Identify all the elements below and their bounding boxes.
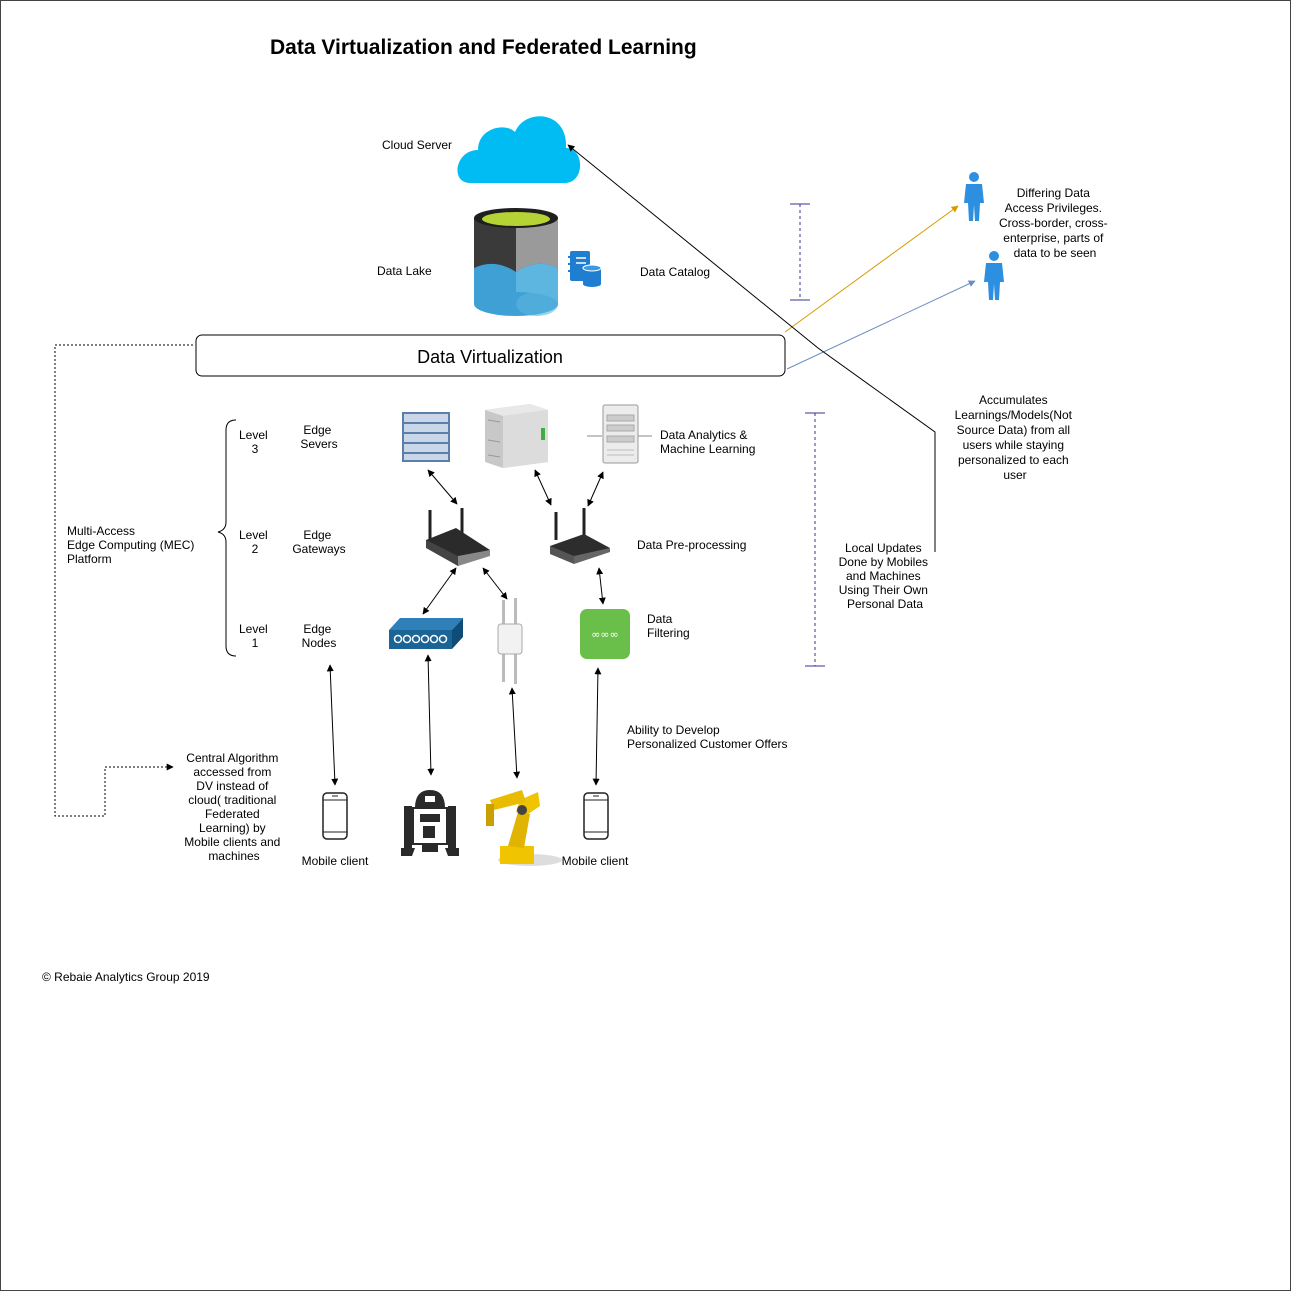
mobile-client-label-1: Mobile client xyxy=(302,854,369,868)
level-3-name: Edge Severs xyxy=(300,423,337,451)
link-ap-arm xyxy=(508,687,521,779)
link-nodes-mobile-1 xyxy=(326,664,339,786)
link-filter-mobile-2 xyxy=(592,667,602,786)
copyright-text: © Rebaie Analytics Group 2019 xyxy=(42,970,210,984)
link-tower-wifi xyxy=(534,469,552,506)
central-algorithm-text: Central Algorithm accessed from DV inste… xyxy=(184,751,283,863)
robotic-arm-icon xyxy=(486,790,562,866)
person-icon xyxy=(984,251,1004,300)
level-2-name: Edge Gateways xyxy=(292,528,345,556)
local-updates-text: Local Updates Done by Mobiles and Machin… xyxy=(839,541,932,611)
level-2-label: Level 2 xyxy=(239,528,271,556)
federated-update-arrow xyxy=(567,144,936,552)
mec-brace xyxy=(217,419,237,657)
orange-access-arrow xyxy=(784,205,959,333)
link-switch-robot xyxy=(424,654,435,776)
mobile-phone-icon xyxy=(322,792,348,840)
lower-bracket xyxy=(805,412,825,667)
analytics-server-icon xyxy=(587,404,652,464)
link-wifi-filter xyxy=(596,567,606,605)
network-switch-icon xyxy=(389,618,463,649)
database-icon xyxy=(474,208,558,316)
blue-access-arrow xyxy=(786,280,976,370)
data-preprocessing-label: Data Pre-processing xyxy=(637,538,746,552)
data-analytics-label: Data Analytics & Machine Learning xyxy=(660,428,755,456)
level-3-label: Level 3 xyxy=(239,428,271,456)
mec-text: Multi-Access Edge Computing (MEC) Platfo… xyxy=(67,524,198,566)
data-filtering-label: Data Filtering xyxy=(647,612,690,640)
diagram-title: Data Virtualization and Federated Learni… xyxy=(270,36,697,59)
personalized-offers-text: Ability to Develop Personalized Customer… xyxy=(627,723,788,751)
mobile-phone-icon xyxy=(583,792,609,840)
mobile-client-label-2: Mobile client xyxy=(562,854,629,868)
svg-text:∞∞∞: ∞∞∞ xyxy=(591,628,619,641)
link-router-switch xyxy=(422,567,457,615)
robot-icon xyxy=(401,790,459,856)
person-icon xyxy=(964,172,984,221)
data-virtualization-box xyxy=(195,334,786,377)
link-router-ap xyxy=(482,567,508,600)
data-lake-label: Data Lake xyxy=(377,264,432,278)
data-filtering-icon: ∞∞∞ xyxy=(580,609,630,659)
catalog-icon xyxy=(568,251,602,287)
router-icon xyxy=(426,508,490,566)
access-point-icon xyxy=(497,598,523,684)
level-1-label: Level 1 xyxy=(239,622,271,650)
mec-dotted-connector xyxy=(54,344,193,817)
data-virtualization-label: Data Virtualization xyxy=(417,347,563,367)
data-catalog-label: Data Catalog xyxy=(640,265,710,279)
server-rack-icon xyxy=(402,412,450,462)
level-1-name: Edge Nodes xyxy=(302,622,337,650)
server-tower-icon xyxy=(485,404,548,468)
link-analytics-wifi xyxy=(587,471,604,507)
cloud-icon xyxy=(457,116,581,183)
cloud-server-label: Cloud Server xyxy=(382,138,452,152)
wifi-router-icon xyxy=(550,508,610,564)
accumulates-text: Accumulates Learnings/Models(Not Source … xyxy=(955,393,1076,482)
link-server-router xyxy=(427,469,458,505)
upper-bracket xyxy=(790,203,810,301)
users-description: Differing Data Access Privileges. Cross-… xyxy=(999,186,1111,260)
